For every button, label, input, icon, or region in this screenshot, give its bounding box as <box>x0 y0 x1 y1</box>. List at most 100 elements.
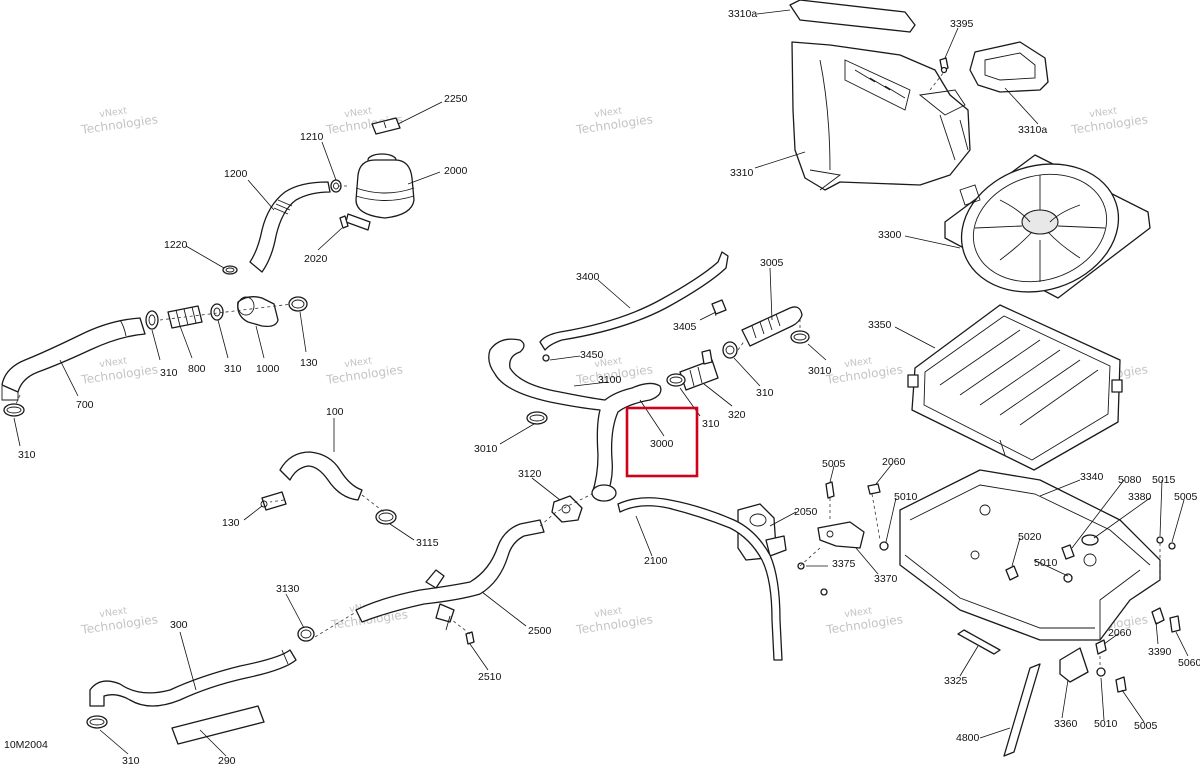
air-duct-loop-3310a[interactable] <box>969 41 1049 93</box>
label-100[interactable]: 100 <box>326 406 344 418</box>
label-3325[interactable]: 3325 <box>944 675 968 687</box>
label-3405[interactable]: 3405 <box>673 321 697 333</box>
protective-sleeve-290[interactable] <box>171 705 265 745</box>
label-3010-b[interactable]: 3010 <box>808 365 832 377</box>
coolant-hose-300[interactable] <box>89 649 297 707</box>
bypass-tube-3400[interactable] <box>539 251 729 351</box>
label-310-b[interactable]: 310 <box>224 363 242 375</box>
label-3300[interactable]: 3300 <box>878 229 902 241</box>
label-5005-c[interactable]: 5005 <box>1134 720 1158 732</box>
label-5020[interactable]: 5020 <box>1018 531 1042 543</box>
label-3450[interactable]: 3450 <box>580 349 604 361</box>
tee-fitting-320[interactable] <box>679 349 719 391</box>
air-box-housing-3310[interactable] <box>791 41 971 191</box>
hose-clamp-310-row2[interactable] <box>210 303 224 321</box>
label-290[interactable]: 290 <box>218 755 236 767</box>
hose-clamp-310-3100[interactable] <box>666 373 686 387</box>
label-3370[interactable]: 3370 <box>874 573 898 585</box>
label-2020[interactable]: 2020 <box>304 253 328 265</box>
label-2000[interactable]: 2000 <box>444 165 468 177</box>
label-5080[interactable]: 5080 <box>1118 474 1142 486</box>
bleeder-fitting-130[interactable] <box>260 491 287 511</box>
label-4800[interactable]: 4800 <box>956 732 980 744</box>
foam-strip-3325[interactable] <box>957 629 1001 655</box>
washer-5010-mid[interactable] <box>1063 573 1073 583</box>
hose-clamp-3010-right[interactable] <box>790 330 810 344</box>
label-2510[interactable]: 2510 <box>478 671 502 683</box>
bolt-5005-bottom[interactable] <box>1115 676 1127 693</box>
label-3390[interactable]: 3390 <box>1148 646 1172 658</box>
label-3360[interactable]: 3360 <box>1054 718 1078 730</box>
coolant-hose-2100[interactable] <box>617 497 783 661</box>
hose-clamp-310-300[interactable] <box>86 715 108 729</box>
air-duct-strip-3310a[interactable] <box>789 0 916 33</box>
label-300[interactable]: 300 <box>170 619 188 631</box>
label-2500[interactable]: 2500 <box>528 625 552 637</box>
label-3310a-right[interactable]: 3310a <box>1018 124 1047 136</box>
coolant-pipe-2500[interactable] <box>355 519 545 631</box>
bolt-5005-top[interactable] <box>825 481 835 499</box>
hose-clamp-130[interactable] <box>288 296 308 312</box>
label-3395[interactable]: 3395 <box>950 18 974 30</box>
label-3120[interactable]: 3120 <box>518 468 542 480</box>
hose-clamp-310-700[interactable] <box>3 403 25 417</box>
bracket-3360[interactable] <box>1059 647 1089 683</box>
label-5005-a[interactable]: 5005 <box>822 458 846 470</box>
bolt-5015[interactable] <box>1156 536 1164 544</box>
bolt-5080[interactable] <box>1061 544 1075 560</box>
hose-clamp-3010-left[interactable] <box>526 411 548 425</box>
label-3350[interactable]: 3350 <box>868 319 892 331</box>
label-3340[interactable]: 3340 <box>1080 471 1104 483</box>
label-2050[interactable]: 2050 <box>794 506 818 518</box>
fitting-3450[interactable] <box>542 354 550 362</box>
hose-clamp-3130[interactable] <box>297 626 315 642</box>
label-3380[interactable]: 3380 <box>1128 491 1152 503</box>
mounting-tray-3340[interactable] <box>899 469 1161 641</box>
label-2100[interactable]: 2100 <box>644 555 668 567</box>
label-2060-a[interactable]: 2060 <box>882 456 906 468</box>
label-1220[interactable]: 1220 <box>164 239 188 251</box>
label-3130[interactable]: 3130 <box>276 583 300 595</box>
nut-5020[interactable] <box>1005 565 1019 581</box>
grommet-3380[interactable] <box>1081 534 1099 546</box>
label-2060-b[interactable]: 2060 <box>1108 627 1132 639</box>
expansion-tank-2000[interactable] <box>345 153 415 231</box>
coolant-hose-100[interactable] <box>279 451 363 501</box>
screw-3395[interactable] <box>939 57 949 74</box>
label-3010-a[interactable]: 3010 <box>474 443 498 455</box>
label-1000[interactable]: 1000 <box>256 363 280 375</box>
washer-5010-bottom[interactable] <box>1096 667 1106 677</box>
label-800[interactable]: 800 <box>188 363 206 375</box>
label-3310[interactable]: 3310 <box>730 167 754 179</box>
thermostat-housing-2050[interactable] <box>737 503 787 561</box>
bracket-3370[interactable] <box>817 521 865 549</box>
nut-2060-bottom[interactable] <box>1095 639 1107 655</box>
label-3375[interactable]: 3375 <box>832 558 856 570</box>
bolt-5005-right[interactable] <box>1168 542 1176 550</box>
label-310-e[interactable]: 310 <box>18 449 36 461</box>
label-5015[interactable]: 5015 <box>1152 474 1176 486</box>
nut-2060-top[interactable] <box>867 483 881 495</box>
coolant-hose-3005[interactable] <box>741 306 803 347</box>
coolant-hose-700[interactable] <box>1 317 146 401</box>
hose-clamp-310-320[interactable] <box>722 341 738 359</box>
label-3100[interactable]: 3100 <box>598 374 622 386</box>
radiator-3350[interactable] <box>907 304 1123 471</box>
coolant-hose-1200[interactable] <box>249 181 331 273</box>
screw-2510[interactable] <box>465 631 475 645</box>
seal-strip-4800[interactable] <box>1003 663 1041 757</box>
washer-5010-top[interactable] <box>879 541 889 551</box>
label-3005[interactable]: 3005 <box>760 257 784 269</box>
label-5010-b[interactable]: 5010 <box>1034 557 1058 569</box>
hose-fitting-1000[interactable] <box>237 296 279 328</box>
flange-gasket-3120[interactable] <box>551 495 583 523</box>
radiator-fan-3300[interactable] <box>944 144 1151 311</box>
hose-clamp-3405[interactable] <box>711 299 727 315</box>
label-310-d[interactable]: 310 <box>756 387 774 399</box>
label-2250[interactable]: 2250 <box>444 93 468 105</box>
hose-clamp-1220[interactable] <box>222 265 238 275</box>
label-130-a[interactable]: 130 <box>300 357 318 369</box>
spacer-3390[interactable] <box>1151 607 1165 625</box>
label-5010-a[interactable]: 5010 <box>894 491 918 503</box>
hose-clamp-3115[interactable] <box>375 509 397 525</box>
